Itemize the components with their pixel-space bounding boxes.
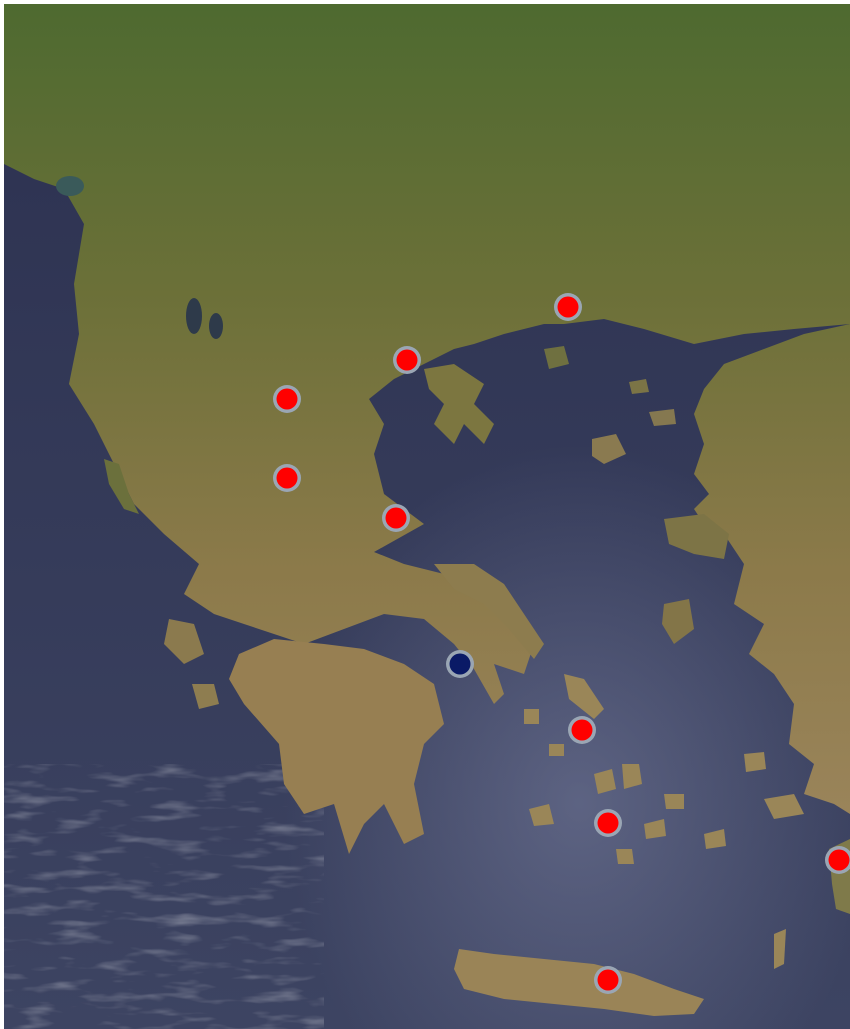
- mainland: [4, 4, 850, 814]
- map-marker-red[interactable]: [393, 346, 421, 374]
- map-marker-red[interactable]: [382, 504, 410, 532]
- corfu: [104, 459, 139, 514]
- thasos: [544, 346, 569, 369]
- marker-dot: [385, 507, 407, 529]
- lemnos: [592, 434, 626, 464]
- marker-dot: [557, 296, 579, 318]
- map-marker-red[interactable]: [273, 464, 301, 492]
- map-marker-red[interactable]: [825, 846, 850, 874]
- markers-layer: [273, 293, 850, 994]
- map-marker-navy[interactable]: [446, 650, 474, 678]
- chios: [662, 599, 694, 644]
- lake-ohrid: [186, 298, 202, 334]
- cloud-streaks: [4, 764, 324, 1029]
- lake-prespa: [209, 313, 223, 339]
- marker-dot: [276, 467, 298, 489]
- marker-dot: [571, 719, 593, 741]
- lesbos: [664, 514, 729, 559]
- zakynthos: [192, 684, 219, 709]
- map-canvas: [4, 4, 850, 1029]
- marker-dot: [597, 812, 619, 834]
- map-marker-red[interactable]: [594, 966, 622, 994]
- marker-dot: [597, 969, 619, 991]
- marker-dot: [276, 388, 298, 410]
- marker-dot: [449, 653, 471, 675]
- peloponnese: [229, 639, 444, 854]
- imbros: [649, 409, 676, 426]
- cyclades: [524, 674, 804, 969]
- map-marker-red[interactable]: [594, 809, 622, 837]
- map-marker-red[interactable]: [568, 716, 596, 744]
- chalkidiki: [424, 364, 494, 444]
- map-marker-red[interactable]: [273, 385, 301, 413]
- kefalonia: [164, 619, 204, 664]
- evia: [434, 564, 544, 659]
- satellite-map[interactable]: [4, 4, 850, 1029]
- crete: [454, 949, 704, 1016]
- marker-dot: [828, 849, 850, 871]
- lake-shkoder: [56, 176, 84, 196]
- map-marker-red[interactable]: [554, 293, 582, 321]
- samothrace: [629, 379, 649, 394]
- marker-dot: [396, 349, 418, 371]
